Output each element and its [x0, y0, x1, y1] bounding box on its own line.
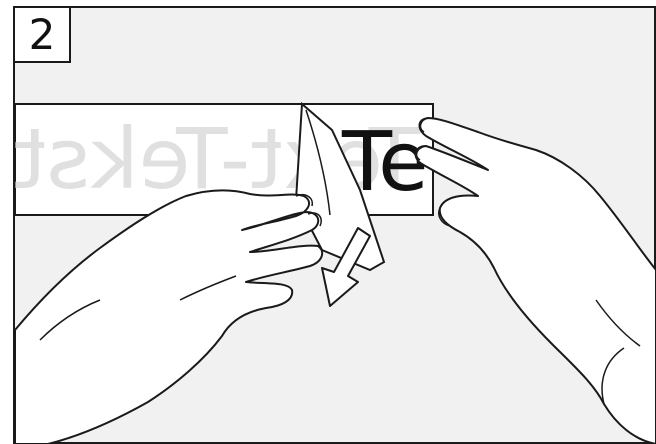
- right-hand: [414, 117, 656, 444]
- peel-direction-arrow-icon: [321, 227, 371, 307]
- left-hand-crease: [39, 299, 101, 341]
- left-hand-fingernail: [307, 212, 322, 227]
- right-hand-fingernail: [415, 145, 427, 161]
- right-hand-fingernail: [438, 207, 451, 227]
- backing-fold-line: [305, 109, 331, 216]
- step-number: 2: [28, 10, 56, 59]
- right-wrist-cuff: [601, 347, 625, 405]
- left-hand: [14, 189, 324, 444]
- right-hand-fingernail: [419, 117, 429, 133]
- left-hand-crease: [179, 275, 237, 301]
- step-number-badge: 2: [13, 6, 71, 63]
- left-hand-fingernail: [295, 194, 314, 207]
- right-hand-crease: [595, 299, 641, 347]
